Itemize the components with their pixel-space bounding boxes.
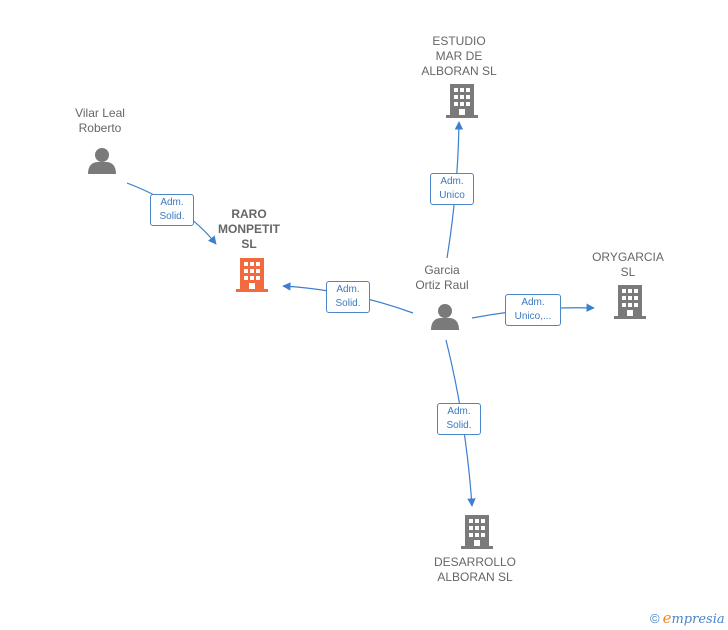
label-line: MAR DE xyxy=(435,49,483,63)
node-label-raro[interactable]: RARO MONPETIT SL xyxy=(199,207,299,252)
label-line: ORYGARCIA xyxy=(592,250,664,264)
edge-label-garcia-orygarcia[interactable]: Adm. Unico,... xyxy=(505,294,561,326)
building-icon[interactable] xyxy=(446,84,478,118)
label-line: SL xyxy=(620,265,636,279)
edge-label-line: Unico xyxy=(439,190,465,201)
building-icon[interactable] xyxy=(461,515,493,549)
brand-initial: e xyxy=(662,609,672,627)
label-line: ESTUDIO xyxy=(432,34,486,48)
edge-label-garcia-raro[interactable]: Adm. Solid. xyxy=(326,281,370,313)
node-label-estudio[interactable]: ESTUDIO MAR DE ALBORAN SL xyxy=(409,34,509,79)
node-label-orygarcia[interactable]: ORYGARCIA SL xyxy=(578,250,678,280)
label-line: MONPETIT xyxy=(218,222,280,236)
node-label-garcia[interactable]: Garcia Ortiz Raul xyxy=(392,263,492,293)
edge-label-line: Solid. xyxy=(159,211,185,222)
brand-logo[interactable]: ©empresia xyxy=(650,609,725,627)
label-line: SL xyxy=(241,237,257,251)
brand-name-rest: mpresia xyxy=(671,612,725,627)
label-line: ALBORAN SL xyxy=(421,64,497,78)
node-label-desarrollo[interactable]: DESARROLLO ALBORAN SL xyxy=(420,555,530,585)
edge-label-line: Adm. xyxy=(336,284,360,295)
label-line: Garcia xyxy=(424,263,460,277)
person-icon[interactable] xyxy=(431,304,459,330)
label-line: ALBORAN SL xyxy=(437,570,513,584)
brand-name: empresia xyxy=(662,609,725,627)
edge-label-line: Adm. xyxy=(521,297,545,308)
edge-label-vilar-raro[interactable]: Adm. Solid. xyxy=(150,194,194,226)
edge-label-garcia-desarrollo[interactable]: Adm. Solid. xyxy=(437,403,481,435)
node-label-vilar[interactable]: Vilar Leal Roberto xyxy=(50,106,150,136)
edge-label-line: Unico,... xyxy=(514,311,552,322)
label-line: DESARROLLO xyxy=(433,555,517,569)
label-line: Ortiz Raul xyxy=(415,278,469,292)
building-icon[interactable] xyxy=(614,285,646,319)
label-line: Vilar Leal xyxy=(75,106,125,120)
label-line: Roberto xyxy=(78,121,122,135)
edge-label-garcia-estudio[interactable]: Adm. Unico xyxy=(430,173,474,205)
edge-label-line: Solid. xyxy=(335,298,361,309)
edge-label-line: Adm. xyxy=(440,176,464,187)
building-icon-highlight[interactable] xyxy=(236,258,268,292)
edge-label-line: Adm. xyxy=(447,406,471,417)
edge-label-line: Solid. xyxy=(446,420,472,431)
label-line: RARO xyxy=(231,207,267,221)
person-icon[interactable] xyxy=(88,148,116,174)
edge-label-line: Adm. xyxy=(160,197,184,208)
copyright-symbol: © xyxy=(650,611,660,626)
